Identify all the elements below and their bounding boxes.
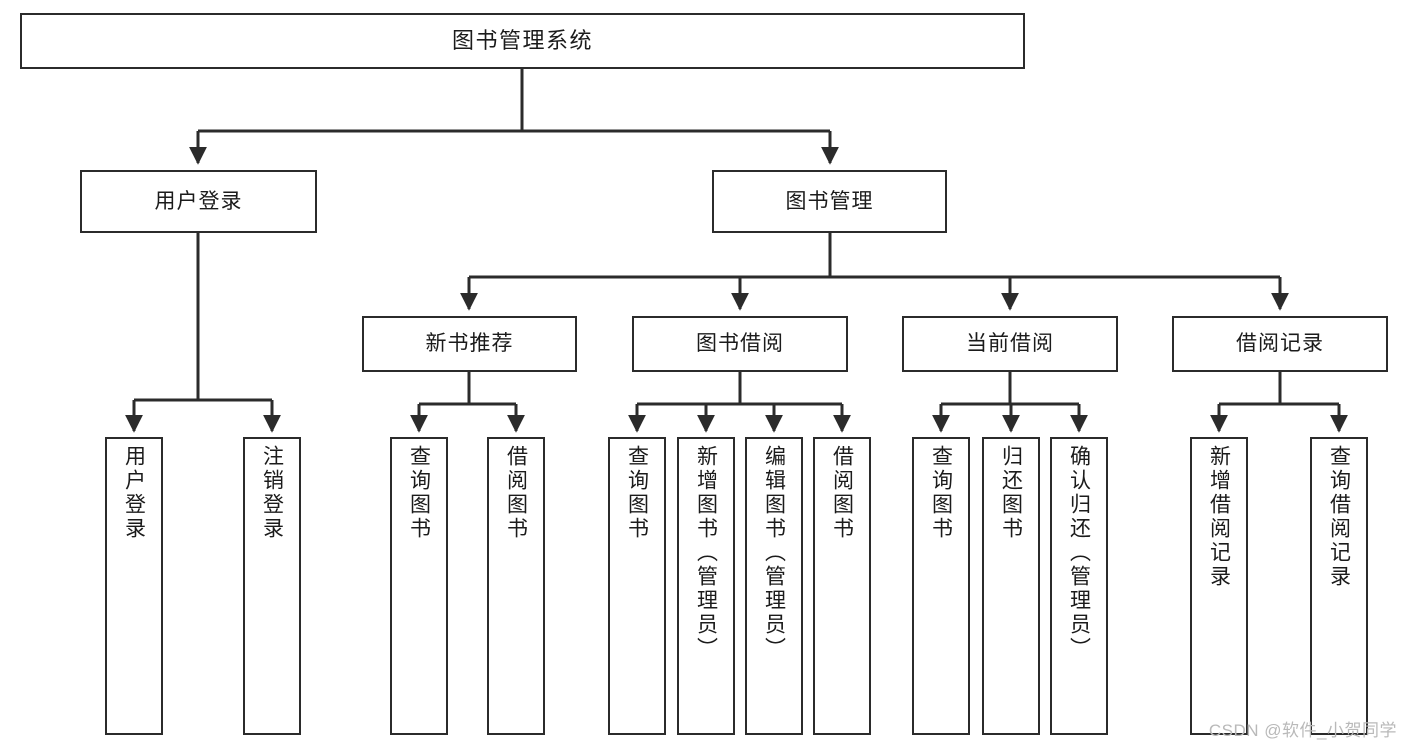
leaf-borrow-add-book-admin[interactable]: 新增图书（管理员） — [677, 437, 735, 735]
node-borrow-record[interactable]: 借阅记录 — [1172, 316, 1388, 372]
node-label: 用户登录 — [154, 189, 243, 213]
leaf-borrow-edit-book-admin[interactable]: 编辑图书（管理员） — [745, 437, 803, 735]
node-label: 借阅图书 — [504, 445, 528, 541]
leaf-new-book-query-book[interactable]: 查询图书 — [390, 437, 448, 735]
node-label: 新书推荐 — [425, 332, 514, 356]
node-label: 查询图书 — [929, 445, 953, 541]
node-current-borrow[interactable]: 当前借阅 — [902, 316, 1118, 372]
node-label: 查询图书 — [407, 445, 431, 541]
node-label: 编辑图书（管理员） — [762, 445, 786, 661]
node-book-management[interactable]: 图书管理 — [712, 170, 947, 233]
leaf-borrow-borrow-book[interactable]: 借阅图书 — [813, 437, 871, 735]
leaf-user-login-logout[interactable]: 注销登录 — [243, 437, 301, 735]
node-root-book-management-system[interactable]: 图书管理系统 — [20, 13, 1025, 69]
node-label: 确认归还（管理员） — [1067, 445, 1091, 661]
node-label: 图书管理 — [785, 189, 874, 213]
node-label: 查询图书 — [625, 445, 649, 541]
watermark: CSDN @软件_小贺同学 — [1208, 721, 1397, 740]
node-label: 注销登录 — [260, 445, 284, 541]
node-new-book-recommend[interactable]: 新书推荐 — [362, 316, 577, 372]
node-label: 图书管理系统 — [451, 27, 593, 53]
leaf-new-book-borrow-book[interactable]: 借阅图书 — [487, 437, 545, 735]
leaf-record-query-borrow-record[interactable]: 查询借阅记录 — [1310, 437, 1368, 735]
node-label: 借阅记录 — [1236, 332, 1324, 356]
leaf-record-add-borrow-record[interactable]: 新增借阅记录 — [1190, 437, 1248, 735]
leaf-current-query-book[interactable]: 查询图书 — [912, 437, 970, 735]
node-book-borrow[interactable]: 图书借阅 — [632, 316, 848, 372]
leaf-current-confirm-return-admin[interactable]: 确认归还（管理员） — [1050, 437, 1108, 735]
node-label: 新增图书（管理员） — [694, 445, 718, 661]
node-label: 借阅图书 — [830, 445, 854, 541]
node-label: 图书借阅 — [696, 332, 784, 356]
node-label: 用户登录 — [122, 445, 146, 541]
node-label: 查询借阅记录 — [1327, 445, 1351, 589]
node-label: 归还图书 — [999, 445, 1023, 541]
node-label: 新增借阅记录 — [1207, 445, 1231, 589]
node-user-login[interactable]: 用户登录 — [80, 170, 317, 233]
leaf-borrow-query-book[interactable]: 查询图书 — [608, 437, 666, 735]
node-label: 当前借阅 — [966, 332, 1054, 356]
leaf-current-return-book[interactable]: 归还图书 — [982, 437, 1040, 735]
leaf-user-login-login[interactable]: 用户登录 — [105, 437, 163, 735]
